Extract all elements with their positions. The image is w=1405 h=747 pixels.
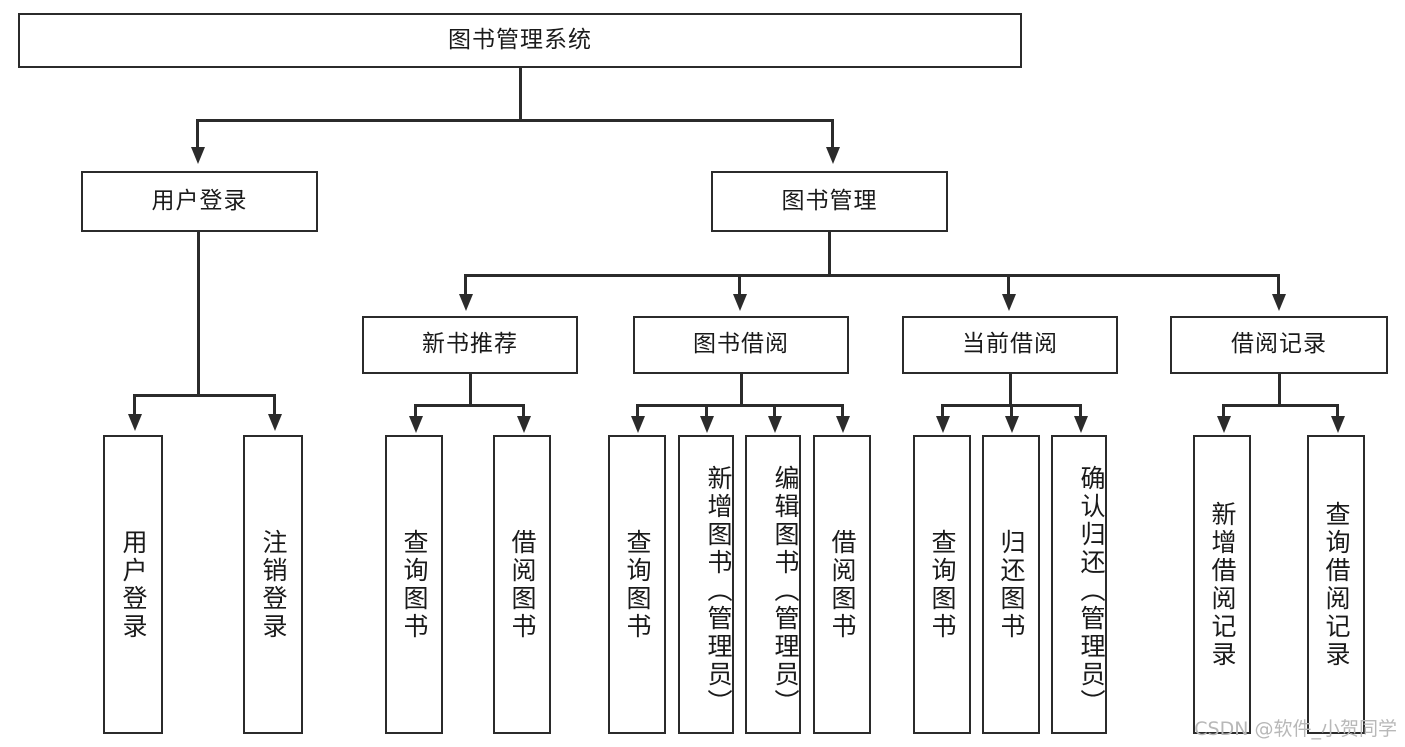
edge-root-to-book-manage bbox=[831, 119, 834, 149]
edge-cb-to-leaf-0 bbox=[941, 404, 944, 418]
leaf-current-borrow-2[interactable]: 确认归还（管理员） bbox=[1051, 435, 1107, 734]
arrow-cb-to-leaf-1 bbox=[1005, 416, 1019, 433]
node-root-system[interactable]: 图书管理系统 bbox=[18, 13, 1022, 68]
arrow-bm-to-borrow-record bbox=[1272, 294, 1286, 311]
leaf-book-borrow-0[interactable]: 查询图书 bbox=[608, 435, 666, 734]
edge-cb-to-leaf-1 bbox=[1010, 404, 1013, 418]
node-label: 查询图书 bbox=[400, 528, 429, 641]
edge-user-login-stem bbox=[197, 232, 200, 396]
node-label: 新增图书（管理员） bbox=[704, 464, 733, 717]
node-label: 用户登录 bbox=[119, 528, 148, 641]
leaf-book-borrow-2[interactable]: 编辑图书（管理员） bbox=[745, 435, 801, 734]
node-book-management[interactable]: 图书管理 bbox=[711, 171, 948, 232]
edge-borrow-record-stem bbox=[1278, 374, 1281, 406]
edge-user-login-to-leaf-0 bbox=[133, 394, 136, 416]
edge-nb-to-leaf-0 bbox=[414, 404, 417, 418]
arrow-nb-to-leaf-0 bbox=[409, 416, 423, 433]
node-label: 新书推荐 bbox=[422, 331, 518, 358]
edge-root-bus bbox=[196, 119, 833, 122]
arrow-user-login-to-leaf-1 bbox=[268, 414, 282, 431]
edge-bm-to-book-borrow bbox=[738, 274, 741, 296]
arrow-br-to-leaf-0 bbox=[1217, 416, 1231, 433]
arrow-br-to-leaf-1 bbox=[1331, 416, 1345, 433]
edge-bb-to-leaf-0 bbox=[636, 404, 639, 418]
edge-user-login-to-leaf-1 bbox=[273, 394, 276, 416]
edge-nb-to-leaf-1 bbox=[522, 404, 525, 418]
edge-cb-to-leaf-2 bbox=[1079, 404, 1082, 418]
leaf-borrow-record-1[interactable]: 查询借阅记录 bbox=[1307, 435, 1365, 734]
arrow-bm-to-current-borrow bbox=[1002, 294, 1016, 311]
edge-bb-to-leaf-3 bbox=[841, 404, 844, 418]
arrow-bb-to-leaf-1 bbox=[700, 416, 714, 433]
leaf-user-login-0[interactable]: 用户登录 bbox=[103, 435, 163, 734]
leaf-new-book-0[interactable]: 查询图书 bbox=[385, 435, 443, 734]
arrow-cb-to-leaf-2 bbox=[1074, 416, 1088, 433]
edge-bm-to-new-book bbox=[464, 274, 467, 296]
edge-new-book-stem bbox=[469, 374, 472, 406]
leaf-current-borrow-1[interactable]: 归还图书 bbox=[982, 435, 1040, 734]
edge-root-to-user-login bbox=[196, 119, 199, 149]
arrow-root-to-user-login bbox=[191, 147, 205, 164]
leaf-book-borrow-1[interactable]: 新增图书（管理员） bbox=[678, 435, 734, 734]
node-label: 注销登录 bbox=[259, 528, 288, 641]
arrow-bm-to-book-borrow bbox=[733, 294, 747, 311]
node-book-borrow[interactable]: 图书借阅 bbox=[633, 316, 849, 374]
edge-user-login-bus bbox=[133, 394, 276, 397]
arrow-bb-to-leaf-2 bbox=[768, 416, 782, 433]
edge-book-borrow-bus bbox=[636, 404, 843, 407]
edge-book-borrow-stem bbox=[740, 374, 743, 406]
edge-br-to-leaf-1 bbox=[1336, 404, 1339, 418]
node-label: 用户登录 bbox=[151, 187, 248, 214]
edge-root-stem bbox=[519, 68, 522, 120]
arrow-cb-to-leaf-0 bbox=[936, 416, 950, 433]
node-borrow-record[interactable]: 借阅记录 bbox=[1170, 316, 1388, 374]
leaf-current-borrow-0[interactable]: 查询图书 bbox=[913, 435, 971, 734]
node-label: 当前借阅 bbox=[962, 331, 1058, 358]
edge-bm-to-current-borrow bbox=[1007, 274, 1010, 296]
arrow-bb-to-leaf-3 bbox=[836, 416, 850, 433]
arrow-root-to-book-manage bbox=[826, 147, 840, 164]
node-label: 借阅图书 bbox=[508, 528, 537, 641]
node-user-login[interactable]: 用户登录 bbox=[81, 171, 318, 232]
node-label: 借阅图书 bbox=[828, 528, 857, 641]
node-label: 图书管理系统 bbox=[448, 26, 592, 53]
edge-borrow-record-bus bbox=[1222, 404, 1338, 407]
arrow-bb-to-leaf-0 bbox=[631, 416, 645, 433]
edge-current-borrow-stem bbox=[1009, 374, 1012, 406]
edge-bm-to-borrow-record bbox=[1277, 274, 1280, 296]
node-label: 查询图书 bbox=[623, 528, 652, 641]
edge-book-management-bus bbox=[464, 274, 1279, 277]
edge-bb-to-leaf-2 bbox=[773, 404, 776, 418]
arrow-bm-to-new-book bbox=[459, 294, 473, 311]
leaf-new-book-1[interactable]: 借阅图书 bbox=[493, 435, 551, 734]
node-current-borrow[interactable]: 当前借阅 bbox=[902, 316, 1118, 374]
edge-bb-to-leaf-1 bbox=[705, 404, 708, 418]
node-label: 图书借阅 bbox=[693, 331, 789, 358]
node-label: 借阅记录 bbox=[1231, 331, 1327, 358]
node-label: 查询图书 bbox=[928, 528, 957, 641]
node-label: 查询借阅记录 bbox=[1322, 500, 1351, 669]
edge-br-to-leaf-0 bbox=[1222, 404, 1225, 418]
edge-book-management-stem bbox=[828, 232, 831, 276]
leaf-book-borrow-3[interactable]: 借阅图书 bbox=[813, 435, 871, 734]
arrow-nb-to-leaf-1 bbox=[517, 416, 531, 433]
edge-new-book-bus bbox=[414, 404, 524, 407]
node-label: 归还图书 bbox=[997, 528, 1026, 641]
node-label: 编辑图书（管理员） bbox=[771, 464, 800, 717]
leaf-borrow-record-0[interactable]: 新增借阅记录 bbox=[1193, 435, 1251, 734]
watermark: CSDN @软件_小贺同学 bbox=[1194, 718, 1397, 740]
leaf-user-login-1[interactable]: 注销登录 bbox=[243, 435, 303, 734]
node-label: 新增借阅记录 bbox=[1208, 500, 1237, 669]
node-label: 图书管理 bbox=[781, 187, 878, 214]
node-label: 确认归还（管理员） bbox=[1077, 464, 1106, 717]
arrow-user-login-to-leaf-0 bbox=[128, 414, 142, 431]
node-new-book-recommend[interactable]: 新书推荐 bbox=[362, 316, 578, 374]
